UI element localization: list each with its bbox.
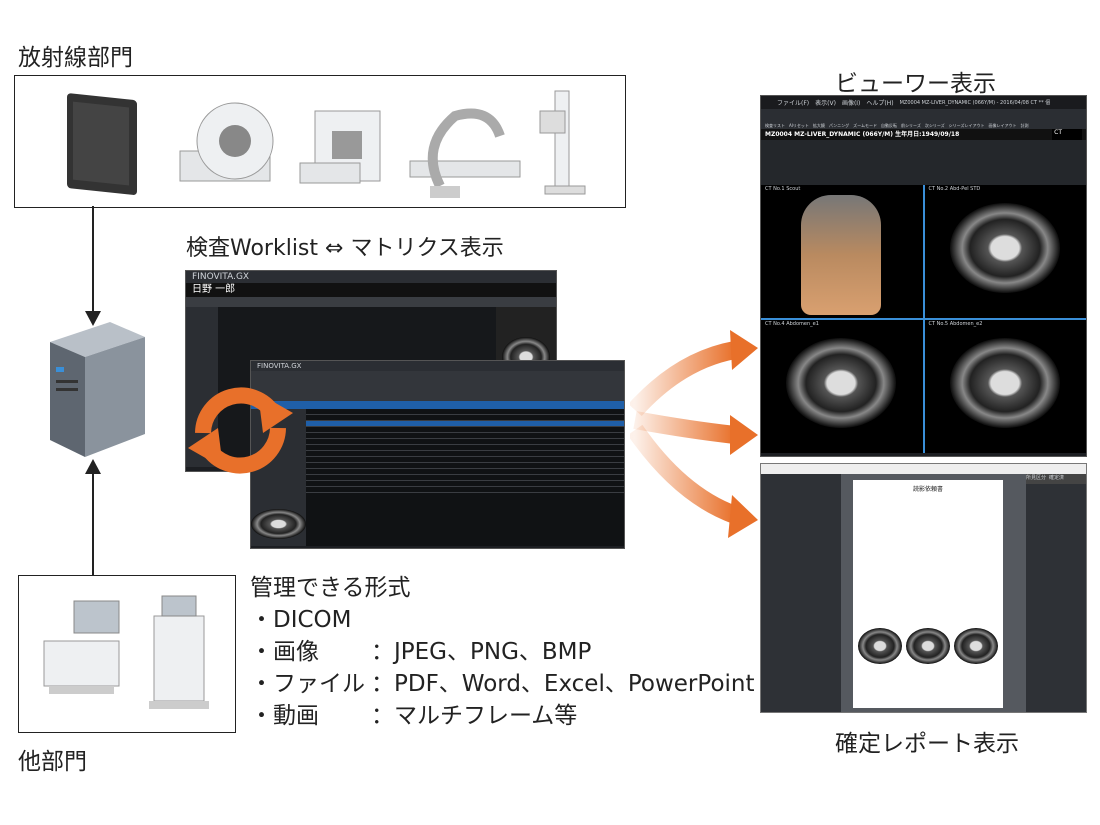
ct-image (949, 203, 1060, 293)
other-dept-label: 他部門 (18, 749, 87, 775)
window-title: MZ0004 MZ-LIVER_DYNAMIC (066Y/M) - 2016/… (899, 100, 1050, 106)
other-dept-box (18, 575, 236, 733)
format-item: ・ファイル：PDF、Word、Excel、PowerPoint (250, 671, 755, 697)
toolbar-button[interactable]: 拡大鏡 (812, 123, 825, 128)
worklist-patient: 日野 一郎 (192, 284, 236, 295)
toolbar-button[interactable]: 自動反転 (881, 123, 898, 128)
series-label: CT No.2 Abd-Pel STD (928, 186, 981, 192)
menu-view[interactable]: 表示(V) (815, 100, 836, 107)
toolbar-button[interactable]: 画像レイアウト (988, 123, 1017, 128)
arrow-up-icon (85, 459, 101, 474)
ct-image (949, 338, 1060, 428)
toolbar-button[interactable]: AIリセット (789, 123, 809, 128)
flow-arrows (85, 206, 101, 576)
worklist-table (306, 409, 624, 546)
report-doc-title: 読影依頼書 (912, 486, 943, 493)
series-label: CT No.4 Abdomen_e1 (765, 321, 819, 327)
tab-confirmed[interactable]: 確定済 (1049, 475, 1065, 481)
toolbar-button[interactable]: 次シリーズ (924, 123, 945, 128)
patient-info: MZ0004 MZ-LIVER_DYNAMIC (066Y/M) 生年月日:19… (765, 131, 960, 138)
toolbar-button[interactable]: 検査リスト (765, 123, 785, 128)
format-item: ・DICOM (250, 607, 352, 633)
tab-findings[interactable]: 所見区分 (1026, 475, 1047, 481)
scout-image (801, 195, 881, 315)
server-icon (50, 322, 145, 457)
modality-devices-icon (67, 90, 586, 198)
radiology-equipment-box (14, 75, 626, 208)
format-item: ・画像：JPEG、PNG、BMP (250, 639, 592, 665)
arrow-down-icon (85, 311, 101, 326)
output-arrows (630, 330, 758, 538)
medical-carts-icon (43, 595, 209, 709)
menu-image[interactable]: 画像(I) (841, 100, 861, 107)
worklist-title: 検査Worklist ⇔ マトリクス表示 (186, 236, 504, 261)
toolbar-button[interactable]: パンニング (828, 123, 850, 128)
viewer-title: ビューワー表示 (835, 71, 996, 97)
sync-icon (188, 387, 293, 474)
report-screenshot: 読影依頼書 所見区分確定済 (760, 463, 1087, 713)
formats-heading: 管理できる形式 (250, 575, 411, 601)
modality-select[interactable]: CT (1052, 129, 1082, 140)
viewer-screenshot: ファイル(F) 表示(V) 画像(I) ヘルプ(H) MZ0004 MZ-LIV… (760, 95, 1087, 457)
toolbar-button[interactable]: 前シリーズ (901, 123, 921, 128)
menu-help[interactable]: ヘルプ(H) (866, 100, 894, 107)
menu-file[interactable]: ファイル(F) (777, 100, 810, 107)
worklist-screenshot: FINOVITA.GX (250, 360, 625, 549)
report-title: 確定レポート表示 (835, 731, 1019, 757)
series-label: CT No.5 Abdomen_e2 (928, 321, 983, 327)
series-label: CT No.1 Scout (765, 186, 801, 192)
radiology-label: 放射線部門 (18, 45, 133, 71)
worklist-app-name-front: FINOVITA.GX (257, 362, 302, 370)
ct-image (786, 338, 896, 428)
format-item: ・動画：マルチフレーム等 (250, 703, 578, 729)
toolbar-button[interactable]: シリーズレイアウト (948, 123, 985, 128)
toolbar-button[interactable]: 計測 (1020, 123, 1029, 128)
supported-formats: 管理できる形式 ・DICOM ・画像：JPEG、PNG、BMP ・ファイル：PD… (250, 572, 755, 732)
toolbar-button[interactable]: ズームモード (853, 123, 878, 128)
worklist-app-name: FINOVITA.GX (192, 272, 250, 282)
